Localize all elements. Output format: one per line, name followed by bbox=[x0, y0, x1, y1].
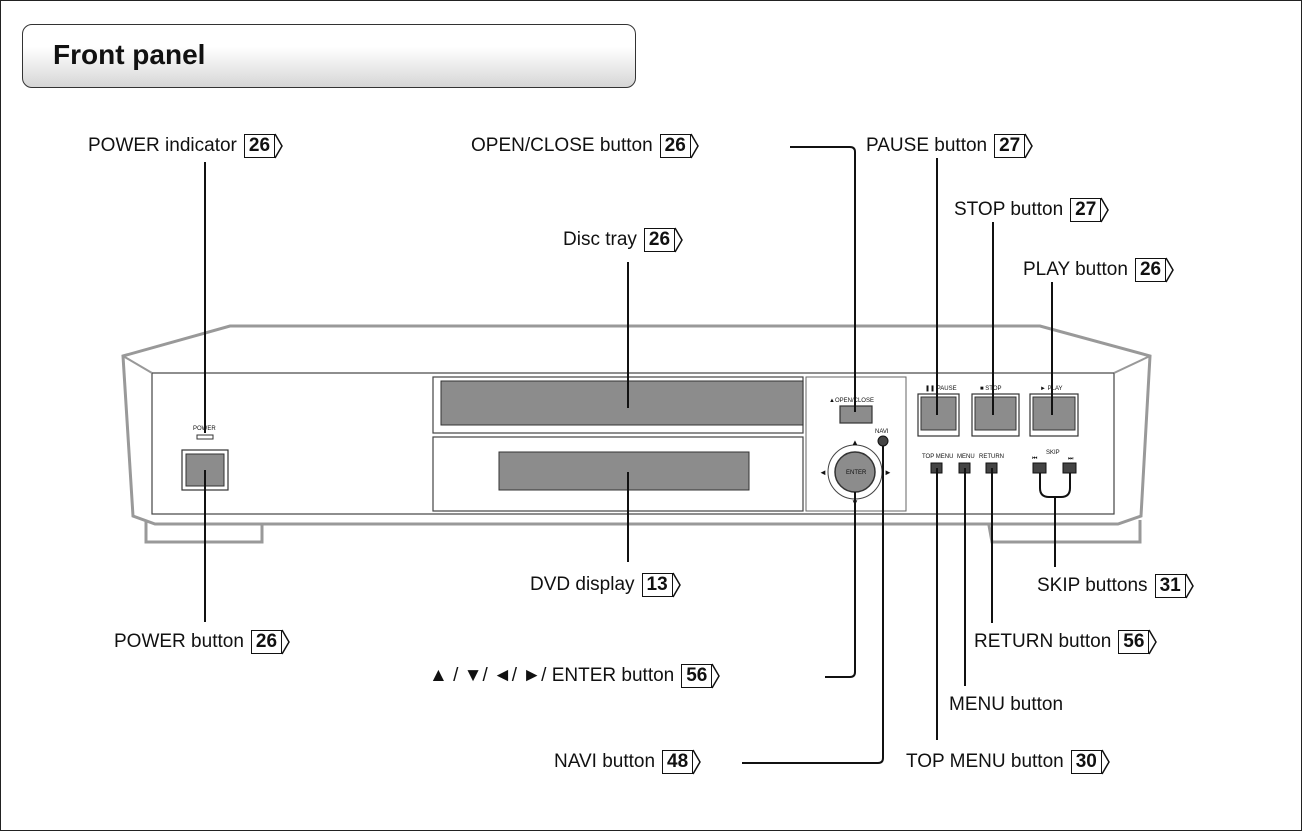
page-number: 26 bbox=[250, 630, 283, 654]
return-label: RETURN bbox=[979, 454, 1004, 460]
callout-label: PLAY button bbox=[1023, 259, 1128, 280]
chevron-right-icon bbox=[1024, 133, 1034, 159]
dvd-display bbox=[498, 451, 750, 491]
enter-leader bbox=[825, 492, 856, 678]
page-ref: 26 bbox=[659, 133, 699, 159]
callout-enter: ▲ / ▼/ ◄/ ►/ ENTER button 56 bbox=[429, 663, 721, 689]
page-number: 26 bbox=[659, 134, 691, 158]
page-ref: 26 bbox=[243, 133, 283, 159]
callout-label: POWER indicator bbox=[88, 135, 237, 156]
navi-leader bbox=[742, 446, 884, 764]
skip-back-icon: ⏮ bbox=[1032, 456, 1038, 462]
callout-top-menu: TOP MENU button 30 bbox=[906, 749, 1110, 775]
callout-label: POWER button bbox=[114, 631, 244, 652]
skip-back-button[interactable] bbox=[1032, 462, 1047, 474]
page-number: 48 bbox=[662, 750, 694, 774]
chevron-right-icon bbox=[711, 663, 721, 689]
callout-menu: MENU button bbox=[949, 694, 1063, 716]
page-ref: 48 bbox=[662, 749, 702, 775]
page-ref: 26 bbox=[1134, 257, 1174, 283]
callout-disc-tray: Disc tray 26 bbox=[563, 227, 683, 253]
callout-label: NAVI button bbox=[554, 751, 656, 772]
navi-button[interactable] bbox=[877, 435, 889, 447]
callout-label: DVD display bbox=[530, 574, 635, 595]
page-number: 26 bbox=[1134, 258, 1167, 282]
callout-label: RETURN button bbox=[974, 631, 1112, 652]
callout-skip: SKIP buttons 31 bbox=[1037, 573, 1194, 599]
power-indicator bbox=[196, 434, 214, 440]
chevron-right-icon bbox=[1165, 257, 1174, 283]
skip-label: SKIP bbox=[1046, 450, 1060, 456]
chevron-right-icon bbox=[690, 133, 699, 159]
left-arrow-icon[interactable]: ◄ bbox=[819, 468, 827, 477]
callout-stop: STOP button 27 bbox=[954, 197, 1110, 223]
page-ref: 13 bbox=[641, 572, 681, 598]
open-close-leader bbox=[790, 146, 856, 412]
callout-label: Disc tray bbox=[563, 229, 637, 250]
chevron-right-icon bbox=[274, 133, 283, 159]
skip-forward-icon: ⏭ bbox=[1068, 456, 1074, 462]
top-menu-label: TOP MENU bbox=[922, 454, 953, 460]
chevron-right-icon bbox=[672, 572, 681, 598]
callout-label: TOP MENU button bbox=[906, 751, 1064, 772]
chevron-right-icon bbox=[1101, 749, 1110, 775]
chevron-right-icon bbox=[692, 749, 702, 775]
page-ref: 31 bbox=[1154, 573, 1194, 599]
callout-label: SKIP buttons bbox=[1037, 575, 1148, 596]
page-ref: 56 bbox=[681, 663, 721, 689]
page-number: 27 bbox=[1070, 198, 1102, 222]
chevron-right-icon bbox=[674, 227, 683, 253]
callout-power-button: POWER button 26 bbox=[114, 629, 290, 655]
page-ref: 26 bbox=[250, 629, 290, 655]
play-button[interactable] bbox=[1032, 396, 1076, 431]
callout-power-indicator: POWER indicator 26 bbox=[88, 133, 283, 159]
page-ref: 30 bbox=[1070, 749, 1110, 775]
callout-open-close: OPEN/CLOSE button 26 bbox=[471, 133, 699, 159]
callout-label: ▲ / ▼/ ◄/ ►/ ENTER button bbox=[429, 665, 675, 686]
disc-tray[interactable] bbox=[440, 380, 804, 426]
page-number: 26 bbox=[243, 134, 276, 158]
callout-play: PLAY button 26 bbox=[1023, 257, 1174, 283]
open-close-label: ▲OPEN/CLOSE bbox=[829, 398, 874, 404]
callout-dvd-display: DVD display 13 bbox=[530, 572, 681, 598]
skip-forward-button[interactable] bbox=[1062, 462, 1077, 474]
callout-label: OPEN/CLOSE button bbox=[471, 135, 653, 156]
title-banner: Front panel bbox=[22, 24, 636, 88]
stop-button[interactable] bbox=[974, 396, 1017, 431]
page-ref: 27 bbox=[1070, 197, 1110, 223]
page-ref: 26 bbox=[643, 227, 683, 253]
page-number: 56 bbox=[681, 664, 713, 688]
pause-button[interactable] bbox=[920, 396, 957, 431]
callout-navi: NAVI button 48 bbox=[554, 749, 702, 775]
enter-label: ENTER bbox=[846, 470, 867, 476]
page-title: Front panel bbox=[53, 39, 206, 70]
callout-label: PAUSE button bbox=[866, 135, 988, 156]
page-number: 26 bbox=[643, 228, 676, 252]
chevron-right-icon bbox=[1100, 197, 1110, 223]
callout-return: RETURN button 56 bbox=[974, 629, 1158, 655]
chevron-right-icon bbox=[1148, 629, 1158, 655]
pause-label: ❚❚ PAUSE bbox=[925, 385, 957, 392]
page-number: 13 bbox=[641, 573, 673, 597]
stop-label: ■ STOP bbox=[980, 386, 1002, 392]
navi-label: NAVI bbox=[875, 429, 889, 435]
callout-pause: PAUSE button 27 bbox=[866, 133, 1034, 159]
page-number: 31 bbox=[1154, 574, 1186, 598]
chevron-right-icon bbox=[281, 629, 290, 655]
callout-label: MENU button bbox=[949, 694, 1064, 715]
chevron-right-icon bbox=[1185, 573, 1194, 599]
page-number: 30 bbox=[1070, 750, 1102, 774]
page-number: 27 bbox=[994, 134, 1026, 158]
callout-label: STOP button bbox=[954, 199, 1064, 220]
page-ref: 56 bbox=[1118, 629, 1158, 655]
page-ref: 27 bbox=[994, 133, 1034, 159]
right-arrow-icon[interactable]: ► bbox=[884, 468, 892, 477]
up-arrow-icon[interactable]: ▲ bbox=[851, 438, 859, 447]
page-number: 56 bbox=[1118, 630, 1150, 654]
menu-label: MENU bbox=[957, 454, 975, 460]
